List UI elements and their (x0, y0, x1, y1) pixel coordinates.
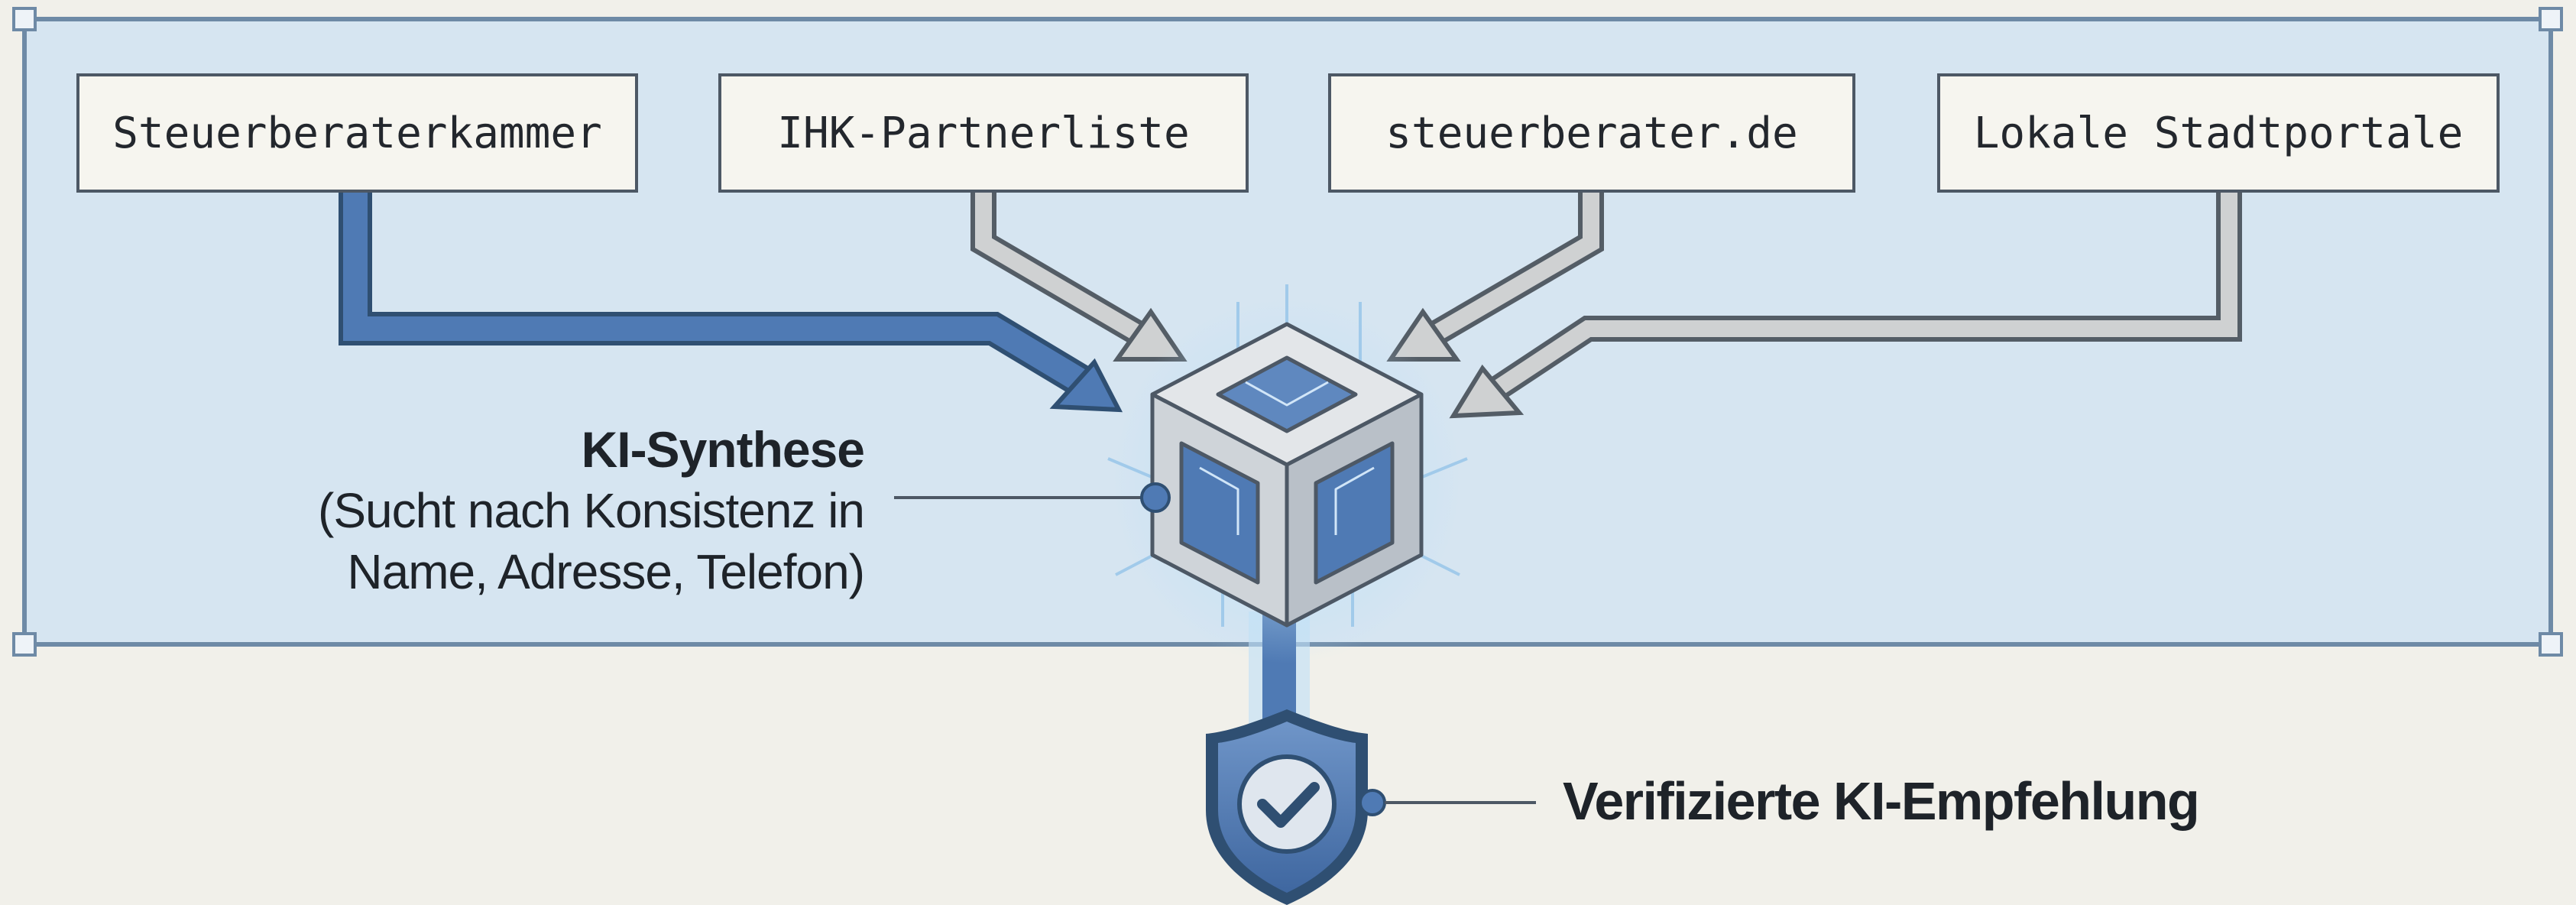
source-label: Lokale Stadtportale (1973, 108, 2464, 158)
panel-handle-bl[interactable] (12, 632, 37, 657)
source-label: steuerberater.de (1385, 108, 1798, 158)
arrow-lokale-stadtportale (1449, 193, 2242, 419)
source-arrows (339, 193, 2242, 419)
result-label: Verifizierte KI-Empfehlung (1563, 771, 2200, 831)
source-label: IHK-Partnerliste (777, 108, 1190, 158)
source-box-ihk-partnerliste[interactable]: IHK-Partnerliste (718, 73, 1249, 193)
source-box-steuerberaterkammer[interactable]: Steuerberaterkammer (76, 73, 638, 193)
source-label: Steuerberaterkammer (112, 108, 602, 158)
synthesis-description-line1: (Sucht nach Konsistenz in (318, 483, 865, 538)
shield-check-icon (1206, 709, 1368, 905)
result-leader (1359, 789, 1536, 816)
panel-handle-br[interactable] (2539, 632, 2563, 657)
arrow-steuerberaterkammer (339, 193, 1123, 413)
panel-handle-tl[interactable] (12, 7, 37, 31)
synthesis-description-line2: Name, Adresse, Telefon) (347, 544, 865, 599)
synthesis-cube-icon (1150, 322, 1424, 628)
synthesis-title: KI-Synthese (581, 421, 865, 478)
panel-handle-tr[interactable] (2539, 7, 2563, 31)
source-box-steuerberater-de[interactable]: steuerberater.de (1328, 73, 1855, 193)
synthesis-label: KI-Synthese (Sucht nach Konsistenz in Na… (177, 419, 865, 602)
synthesis-leader (894, 482, 1171, 513)
source-box-lokale-stadtportale[interactable]: Lokale Stadtportale (1937, 73, 2500, 193)
